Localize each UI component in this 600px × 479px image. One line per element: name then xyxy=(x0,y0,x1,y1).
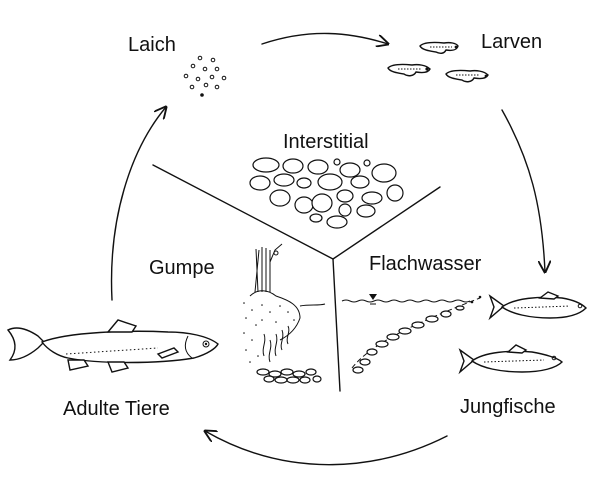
stage-label-larven: Larven xyxy=(481,31,543,53)
divider-bottom xyxy=(332,258,341,392)
eggs-icon xyxy=(183,55,227,97)
arrow-larven-to-jungfische xyxy=(501,109,545,272)
adult-fish-icon xyxy=(6,319,219,373)
shallow-water-icon xyxy=(341,294,482,374)
habitat-label-gumpe: Gumpe xyxy=(149,257,215,279)
arrow-jungfische-to-adulte xyxy=(205,431,448,466)
divider-left xyxy=(152,164,334,260)
juvenile-fish-icon xyxy=(458,291,587,375)
arrow-adulte-to-laich xyxy=(110,107,166,301)
pool-with-tree-root-icon xyxy=(243,243,326,384)
interstitial-gravel-icon xyxy=(249,157,404,229)
stage-label-laich: Laich xyxy=(128,34,176,56)
habitat-label-flachwasser: Flachwasser xyxy=(369,253,482,275)
stage-label-jungfische: Jungfische xyxy=(460,396,556,418)
habitat-label-interstitial: Interstitial xyxy=(283,131,369,153)
divider-right xyxy=(332,186,441,260)
larvae-icon xyxy=(387,41,489,83)
arrow-laich-to-larven xyxy=(261,32,388,44)
stage-label-adulte-tiere: Adulte Tiere xyxy=(63,398,170,420)
